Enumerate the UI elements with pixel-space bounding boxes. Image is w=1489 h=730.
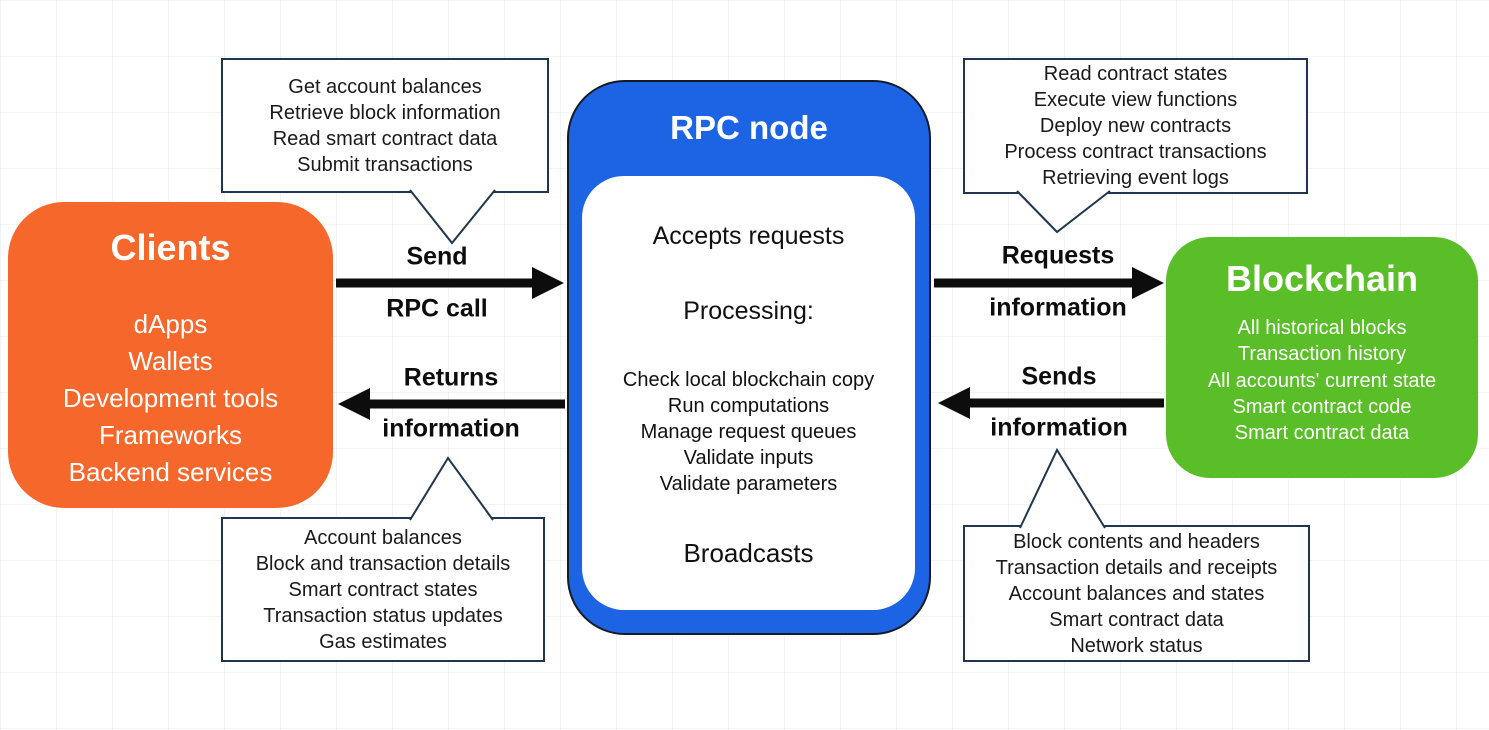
callout-line: Get account balances [288, 75, 482, 98]
rpc-broadcasts-label: Broadcasts [683, 538, 814, 568]
callout-line: Deploy new contracts [1039, 115, 1232, 137]
callout-line: Retrieve block information [269, 101, 501, 124]
returns-arrow-label-top: Returns [403, 363, 499, 392]
sends-arrow-label-bottom: information [990, 413, 1128, 442]
callout-line: Smart contract states [288, 578, 478, 601]
rpc-processing-item: Check local blockchain copy [622, 369, 875, 391]
callout-tail [1016, 190, 1111, 234]
rpc-node-functions-panel: Accepts requests Processing: Check local… [582, 176, 915, 610]
rpc-processing-item: Run computations [667, 395, 830, 417]
callout-line: Block contents and headers [1013, 530, 1260, 553]
requests-arrow-label-top: Requests [1001, 241, 1115, 270]
callout-line: Gas estimates [319, 630, 447, 653]
rpc-processing-item: Validate inputs [683, 447, 814, 469]
callout-line: Transaction details and receipts [995, 556, 1278, 579]
blockchain-item: Smart contract data [1234, 422, 1410, 445]
blockchain-list: All historical blocks Transaction histor… [1166, 315, 1478, 446]
returns-arrow-label-bottom: information [382, 414, 520, 443]
clients-item: Development tools [62, 383, 279, 413]
callout-tail [409, 456, 494, 521]
callout-line: Read contract states [1043, 63, 1228, 85]
blockchain-item: Smart contract code [1232, 395, 1412, 418]
clients-item: dApps [133, 309, 208, 339]
callout-line: Network status [1070, 634, 1203, 657]
rpc-processing-list: Check local blockchain copy Run computat… [582, 367, 915, 497]
clients-item: Frameworks [98, 420, 242, 450]
requests-arrow-label-bottom: information [989, 293, 1127, 322]
blockchain-item: All accounts' current state [1207, 369, 1437, 392]
clients-item: Backend services [68, 457, 273, 487]
callout-line: Block and transaction details [255, 552, 511, 575]
callout-line: Execute view functions [1033, 89, 1238, 111]
blockchain-item: All historical blocks [1237, 317, 1407, 339]
sends-arrow-label-top: Sends [1021, 362, 1097, 391]
callout-line: Submit transactions [297, 153, 473, 176]
rpc-node-box: RPC node Accepts requests Processing: Ch… [567, 80, 931, 635]
send-arrow-label-bottom: RPC call [386, 294, 488, 323]
rpc-node-title: RPC node [670, 109, 828, 146]
blockchain-box: Blockchain All historical blocks Transac… [1166, 237, 1478, 478]
callout-line: Read smart contract data [272, 127, 498, 150]
clients-box: Clients dApps Wallets Development tools … [8, 202, 333, 508]
callout-line: Retrieving event logs [1042, 167, 1229, 189]
callout-line: Account balances [304, 526, 462, 549]
clients-item: Wallets [128, 346, 213, 376]
callout-client-request-types: Get account balances Retrieve block info… [221, 58, 549, 193]
rpc-accepts-label: Accepts requests [652, 222, 845, 250]
clients-list: dApps Wallets Development tools Framewor… [8, 306, 333, 491]
callout-returned-information-types: Account balances Block and transaction d… [221, 517, 545, 662]
callout-sent-information-types: Block contents and headers Transaction d… [963, 525, 1310, 662]
send-arrow-label-top: Send [406, 242, 468, 271]
callout-line: Transaction status updates [263, 604, 503, 627]
blockchain-title: Blockchain [1225, 258, 1419, 299]
callout-line: Smart contract data [1049, 608, 1224, 631]
callout-tail [1019, 447, 1106, 529]
callout-line: Account balances and states [1008, 582, 1265, 605]
rpc-processing-item: Validate parameters [659, 473, 838, 495]
callout-tail [409, 189, 496, 245]
rpc-processing-item: Manage request queues [640, 421, 857, 443]
clients-title: Clients [110, 227, 231, 268]
callout-line: Process contract transactions [1004, 141, 1267, 163]
rpc-processing-label: Processing: [683, 297, 814, 325]
blockchain-item: Transaction history [1237, 343, 1407, 366]
callout-blockchain-request-types: Read contract states Execute view functi… [963, 58, 1308, 194]
